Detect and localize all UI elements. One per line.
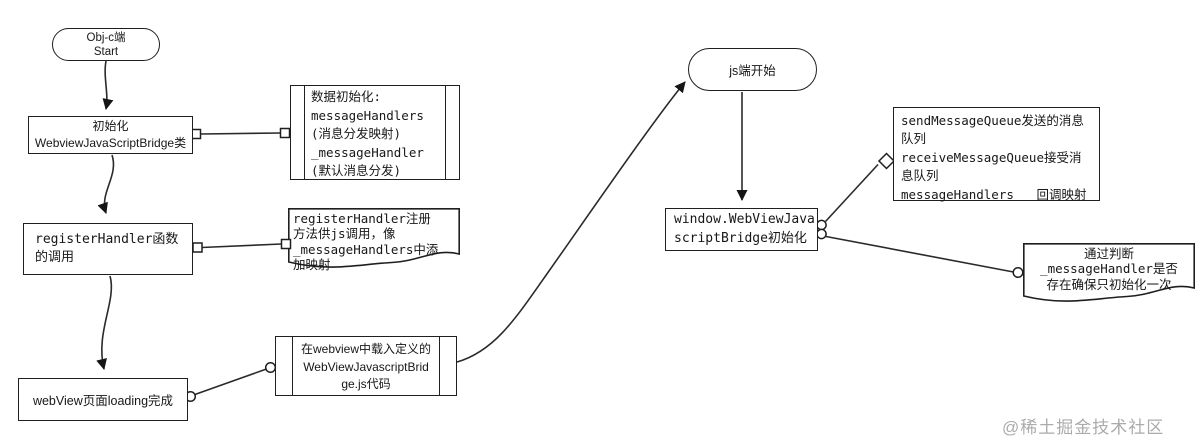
note-line: 存在确保只初始化一次 bbox=[1046, 276, 1172, 292]
note-line: _messageHandler是否 bbox=[1040, 261, 1178, 277]
note-line: sendMessageQueue发送的消息 bbox=[901, 113, 1084, 128]
node-label: Start bbox=[93, 45, 119, 58]
note-line: receiveMessageQueue接受消 bbox=[901, 149, 1082, 165]
note-line: _messageHandlers中添 bbox=[293, 241, 439, 257]
circle-connector bbox=[816, 228, 827, 240]
link-init-to-note bbox=[200, 132, 281, 135]
note-data-init-node: 数据初始化: messageHandlers (消息分发映射) _message… bbox=[290, 85, 460, 180]
node-label: WebViewJavascriptBrid bbox=[303, 359, 429, 374]
note-line: (默认消息分发) bbox=[311, 163, 402, 179]
square-connector bbox=[192, 242, 203, 253]
node-label: Obj-c端 bbox=[86, 31, 126, 44]
load-bridge-js-node: 在webview中载入定义的 WebViewJavascriptBrid ge.… bbox=[275, 336, 457, 396]
divider bbox=[445, 86, 446, 179]
note-init-once-shape bbox=[1023, 243, 1195, 302]
note-line: registerHandler注册 bbox=[293, 211, 431, 226]
divider bbox=[292, 337, 293, 395]
note-queues-node: sendMessageQueue发送的消息 队列 receiveMessageQ… bbox=[893, 107, 1100, 202]
note-register-handler-shape bbox=[288, 208, 460, 268]
arrow-init-to-register bbox=[97, 154, 115, 214]
node-label: scriptBridge初始化 bbox=[674, 230, 807, 246]
link-register-to-note bbox=[201, 243, 282, 249]
window-bridge-init-node: window.WebViewJava scriptBridge初始化 bbox=[665, 208, 818, 251]
start-objc-node: Obj-c端 Start bbox=[52, 28, 160, 61]
note-line: 方法供js调用，像 bbox=[293, 226, 396, 242]
note-register-handler-node: registerHandler注册 方法供js调用，像 _messageHand… bbox=[293, 211, 455, 273]
diamond-connector bbox=[877, 152, 896, 170]
arrow-register-to-loading bbox=[96, 275, 113, 370]
node-label: window.WebViewJava bbox=[674, 212, 815, 227]
node-label: 初始化 bbox=[92, 119, 129, 133]
note-init-once-node: 通过判断 _messageHandler是否 存在确保只初始化一次 bbox=[1026, 246, 1192, 292]
divider bbox=[439, 337, 440, 395]
note-line: 数据初始化: bbox=[311, 89, 382, 104]
note-line: (消息分发映射) bbox=[311, 126, 402, 142]
square-connector bbox=[280, 238, 292, 250]
square-connector bbox=[279, 127, 291, 139]
note-line: messageHandlers bbox=[311, 107, 424, 123]
arrow-start-to-init bbox=[102, 60, 114, 110]
link-windowinit-to-once bbox=[825, 235, 1014, 273]
note-line: messageHandlers 回调映射 bbox=[901, 186, 1087, 202]
circle-connector bbox=[264, 361, 277, 374]
circle-connector bbox=[816, 219, 827, 231]
node-label: 在webview中载入定义的 bbox=[300, 342, 432, 356]
link-windowinit-to-queues bbox=[824, 163, 879, 223]
node-label: WebviewJavaScriptBridge类 bbox=[34, 136, 187, 150]
node-label: registerHandler函数 bbox=[35, 232, 179, 247]
note-line: 队列 bbox=[901, 131, 927, 147]
arrow-loadjs-to-jsstart bbox=[456, 81, 686, 363]
circle-connector bbox=[1012, 266, 1024, 279]
note-line: _messageHandler bbox=[311, 144, 424, 160]
init-bridge-class-node: 初始化 WebviewJavaScriptBridge类 bbox=[28, 116, 193, 154]
watermark: @稀土掘金技术社区 bbox=[1002, 418, 1165, 437]
node-label: js端开始 bbox=[729, 64, 776, 78]
webview-loading-done-node: webView页面loading完成 bbox=[18, 378, 188, 421]
note-line: 息队列 bbox=[901, 168, 939, 184]
note-line: 加映射 bbox=[293, 257, 331, 273]
node-label: 的调用 bbox=[35, 249, 75, 265]
node-label: ge.js代码 bbox=[341, 377, 391, 391]
link-loading-to-loadjs bbox=[193, 368, 267, 396]
start-js-node: js端开始 bbox=[688, 48, 817, 91]
register-handler-call-node: registerHandler函数 的调用 bbox=[23, 223, 193, 275]
divider bbox=[304, 86, 305, 179]
node-label: webView页面loading完成 bbox=[32, 394, 174, 408]
note-line: 通过判断 bbox=[1083, 246, 1134, 261]
